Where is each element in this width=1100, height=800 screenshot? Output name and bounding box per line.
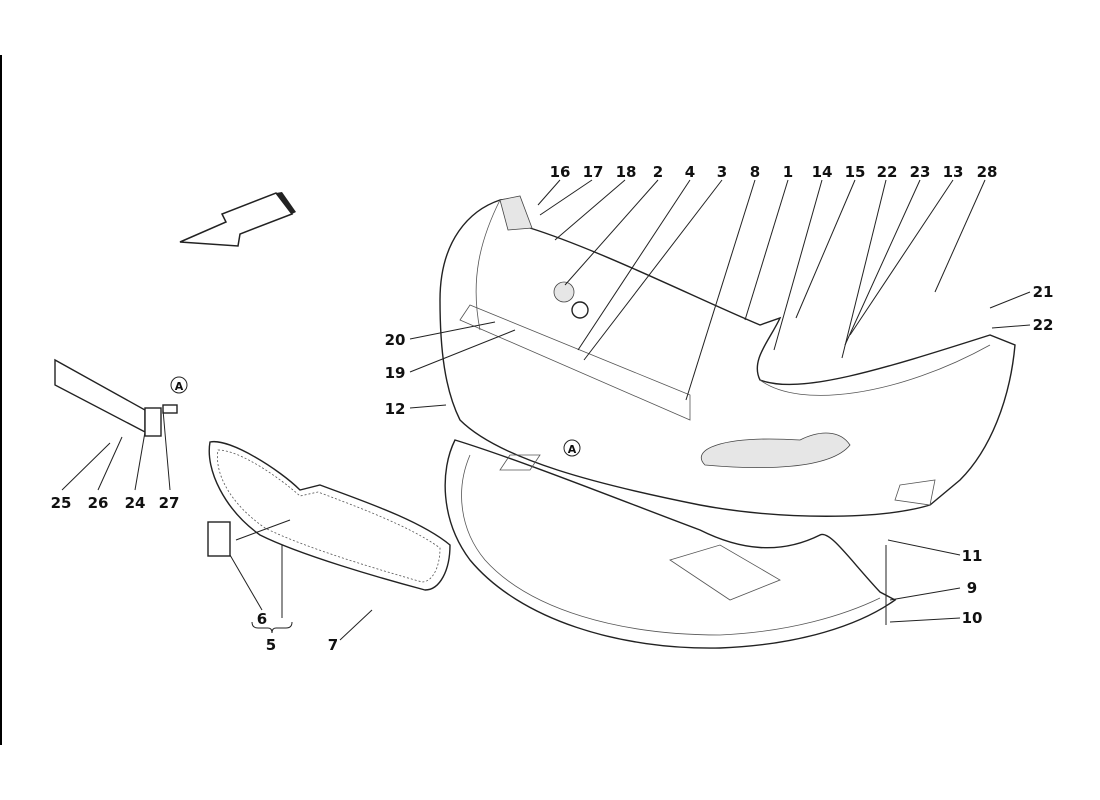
callouts-left: 20 19 12 — [385, 331, 406, 418]
callout-3: 3 — [717, 163, 727, 181]
callout-28: 28 — [977, 163, 998, 181]
callout-18: 18 — [616, 163, 637, 181]
reference-marker-a: A A — [170, 376, 581, 457]
callouts-right: 21 22 11 9 10 — [962, 283, 1054, 627]
callouts-bracket: 25 26 24 27 — [51, 494, 180, 512]
callout-25: 25 — [51, 494, 72, 512]
callout-26: 26 — [88, 494, 109, 512]
direction-arrow-icon — [179, 192, 296, 247]
callout-7: 7 — [328, 636, 338, 654]
callout-2: 2 — [653, 163, 663, 181]
callout-16: 16 — [550, 163, 571, 181]
svg-text:A: A — [568, 443, 577, 456]
callout-22: 22 — [877, 163, 898, 181]
callout-15: 15 — [845, 163, 866, 181]
callout-5: 5 — [266, 636, 276, 654]
callout-19: 19 — [385, 364, 406, 382]
callouts-grille: 6 5 7 — [257, 610, 338, 654]
svg-text:A: A — [175, 380, 184, 393]
callout-17: 17 — [583, 163, 604, 181]
page-border-line — [0, 55, 2, 745]
undertray-part — [444, 439, 897, 649]
callout-8: 8 — [750, 163, 760, 181]
callout-9: 9 — [967, 579, 977, 597]
callout-22: 22 — [1033, 316, 1054, 334]
callout-24: 24 — [125, 494, 146, 512]
callouts-top: 16 17 18 2 4 3 8 1 14 15 22 23 13 28 — [550, 163, 998, 181]
callout-10: 10 — [962, 609, 983, 627]
callout-27: 27 — [159, 494, 180, 512]
front-bumper-part — [439, 195, 1016, 517]
callout-4: 4 — [685, 163, 695, 181]
callout-6: 6 — [257, 610, 267, 628]
leader-lines — [61, 179, 1031, 641]
callout-12: 12 — [385, 400, 406, 418]
callout-11: 11 — [962, 547, 983, 565]
grille-clip-part — [207, 521, 231, 557]
callout-21: 21 — [1033, 283, 1054, 301]
callout-23: 23 — [910, 163, 931, 181]
grille-part — [208, 441, 451, 591]
callout-14: 14 — [812, 163, 833, 181]
callout-20: 20 — [385, 331, 406, 349]
callout-1: 1 — [783, 163, 793, 181]
bracket-part — [54, 358, 178, 437]
callout-13: 13 — [943, 163, 964, 181]
